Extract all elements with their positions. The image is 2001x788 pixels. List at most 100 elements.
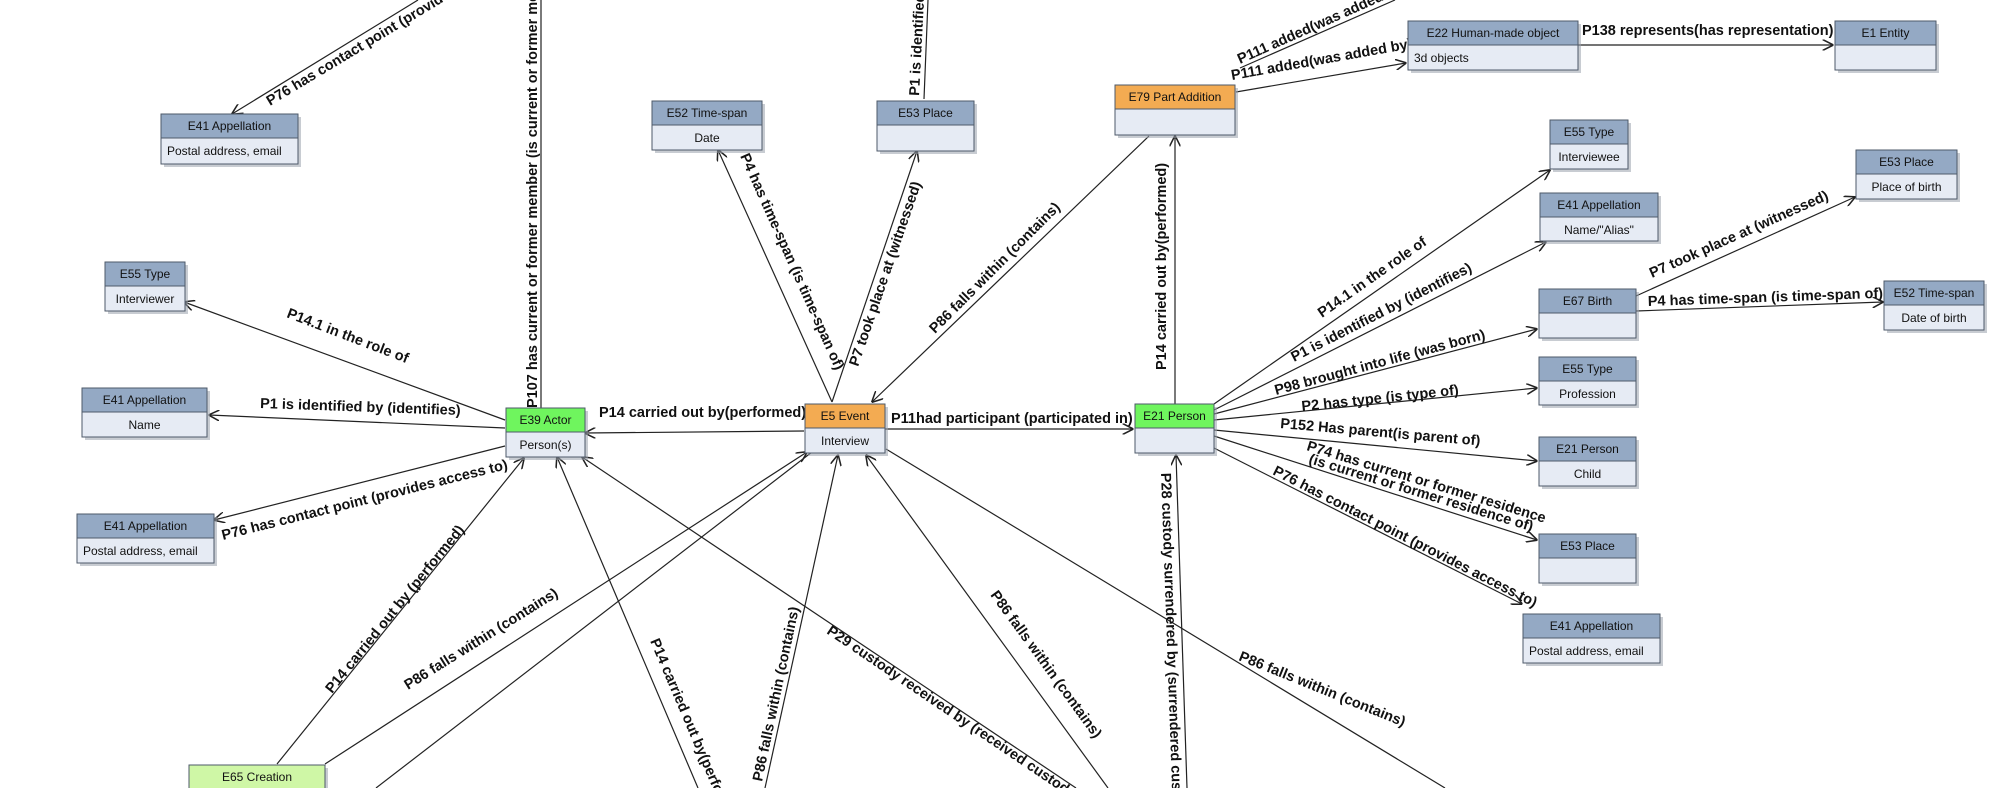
node-header — [1538, 436, 1637, 462]
node-title: E41 Appellation — [1550, 619, 1633, 633]
node-title: E5 Event — [821, 409, 870, 423]
node-title: E53 Place — [1879, 155, 1934, 169]
node-e79: E79 Part Addition — [1114, 84, 1238, 138]
node-e53-res: E53 Place — [1538, 533, 1639, 586]
node-subtitle: Interview — [821, 434, 869, 448]
node-title: E52 Time-span — [1894, 286, 1975, 300]
edge-p86-bottom-0 — [375, 451, 813, 788]
node-header — [160, 113, 299, 139]
edge-p86-b2 — [866, 455, 1109, 788]
label-p14-bottom: P14 carried out by(perfo — [646, 636, 726, 788]
node-header — [1855, 149, 1958, 175]
node-e1: E1 Entity — [1834, 20, 1939, 73]
node-header — [1134, 403, 1215, 429]
edge-p14-mid — [585, 431, 805, 433]
node-subtitle: Child — [1574, 467, 1601, 481]
node-title: E1 Entity — [1861, 26, 1909, 40]
node-title: E52 Time-span — [667, 106, 748, 120]
edge-p1-right — [1213, 242, 1546, 411]
node-subtitle: Name — [128, 418, 160, 432]
node-header — [1538, 288, 1637, 314]
node-e21: E21 Person — [1134, 403, 1217, 456]
node-header — [1538, 356, 1637, 382]
edge-p2 — [1213, 388, 1537, 421]
label-p86-b1: P86 falls within (contains) — [750, 605, 803, 783]
node-subtitle: Place of birth — [1871, 180, 1941, 194]
node-e65: E65 Creation — [188, 764, 328, 788]
node-title: E55 Type — [1564, 125, 1615, 139]
node-header — [651, 100, 763, 126]
node-header — [1834, 20, 1937, 46]
edge-p4-e5 — [718, 150, 833, 403]
node-subtitle: Person(s) — [519, 438, 571, 452]
label-p86-e65: P86 falls within (contains) — [402, 585, 562, 693]
node-subtitle: Date of birth — [1901, 311, 1966, 325]
node-subtitle: Postal address, email — [83, 544, 198, 558]
label-p28: P28 custody surrendered by (surrendered … — [1157, 473, 1185, 788]
edge-p86-e79 — [872, 135, 1150, 402]
label-p76-top: P76 has contact point (provides access t… — [264, 0, 524, 109]
label-p107: P107 has current or former member (is cu… — [525, 0, 541, 408]
node-e67: E67 Birth — [1538, 288, 1639, 341]
node-subtitle: Interviewer — [116, 292, 175, 306]
node-header — [104, 261, 186, 287]
node-header — [81, 387, 208, 413]
node-title: E41 Appellation — [104, 519, 187, 533]
edge-p1-top — [923, 0, 929, 100]
node-title: E22 Human-made object — [1427, 26, 1560, 40]
label-p86-b3: P86 falls within (contains) — [1237, 649, 1408, 731]
edge-p29 — [582, 457, 1077, 788]
node-subtitle: Interviewee — [1558, 150, 1620, 164]
node-title: E53 Place — [1560, 539, 1615, 553]
node-title: E41 Appellation — [1557, 198, 1640, 212]
node-subtitle: Postal address, email — [1529, 644, 1644, 658]
edge-p141-right — [1213, 170, 1550, 405]
node-title: E55 Type — [120, 267, 171, 281]
node-subtitle: Date — [694, 131, 720, 145]
edge-p1-left — [209, 415, 506, 429]
edge-p86-b3 — [885, 448, 1446, 788]
node-header — [1522, 613, 1661, 639]
label-p76-left: P76 has contact point (provides access t… — [220, 457, 509, 544]
label-p86-e79: P86 falls within (contains) — [927, 199, 1064, 336]
label-p2: P2 has type (is type of) — [1301, 383, 1460, 415]
node-header — [804, 403, 886, 429]
node-title: E41 Appellation — [103, 393, 186, 407]
edge-p74 — [1213, 435, 1537, 540]
edge-p86-e65 — [324, 452, 807, 765]
edge-p4-birth — [1635, 302, 1883, 312]
node-header — [1538, 533, 1637, 559]
edge-p98 — [1213, 329, 1537, 415]
label-p1-left: P1 is identified by (identifies) — [260, 396, 461, 419]
node-title: E67 Birth — [1563, 294, 1612, 308]
edge-p76-right — [1213, 447, 1522, 604]
edge-p111-a — [1239, 0, 1396, 69]
edge-p111-b — [1235, 63, 1406, 93]
label-p7-e5: P7 took place at (witnessed) — [847, 179, 925, 368]
label-p74-b: (is current or former residence of) — [1307, 452, 1535, 536]
node-header — [1539, 192, 1659, 218]
edge-p86-b1 — [764, 455, 838, 788]
label-p11: P11had participant (participated in) — [891, 411, 1133, 427]
node-title: E41 Appellation — [188, 119, 271, 133]
node-subtitle: Postal address, email — [167, 144, 282, 158]
node-e53-top: E53 Place — [876, 100, 977, 154]
node-header — [876, 100, 975, 126]
label-p1-top: P1 is identified by (identifies) — [907, 0, 933, 96]
